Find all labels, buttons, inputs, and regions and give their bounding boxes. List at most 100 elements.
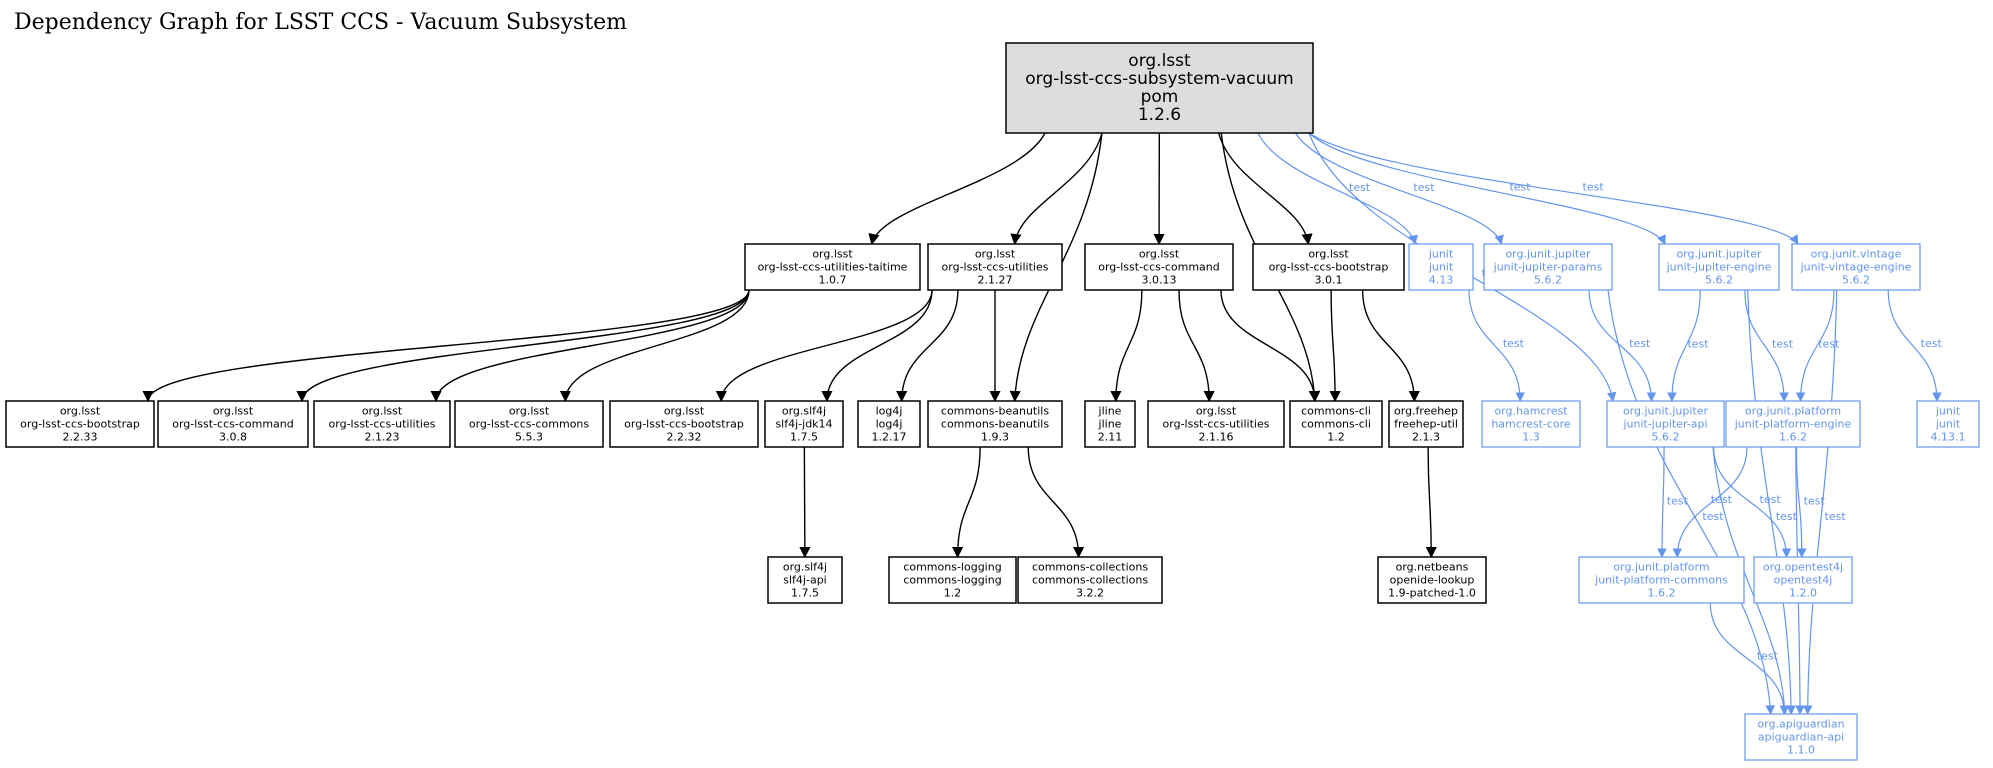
node-label-line: 5.5.3 xyxy=(515,431,543,444)
edge-slf4jjdk-to-slf4japi xyxy=(799,446,811,559)
node-label-line: org.slf4j xyxy=(782,405,826,418)
edge-label: test xyxy=(1921,337,1943,350)
edge-jparams-to-japi xyxy=(1588,289,1657,402)
edge-jengine-to-japi xyxy=(1667,289,1701,402)
node-label-line: org.junit.platform xyxy=(1745,405,1841,418)
edge-beanutils-to-logging xyxy=(952,446,981,559)
node-box xyxy=(764,400,844,448)
edge-vintage-to-pengine xyxy=(1795,289,1835,402)
edge-junit413-to-hamcrest xyxy=(1468,289,1525,402)
edge-label: test xyxy=(1804,494,1826,507)
node-label-line: org.slf4j xyxy=(783,561,827,574)
node-label-line: org-lsst-ccs-bootstrap xyxy=(1269,261,1389,274)
edge-util2127-to-slf4jjdk xyxy=(821,289,933,403)
node-box xyxy=(1147,400,1285,448)
edge-label: test xyxy=(1757,650,1779,663)
graph-node-lookup: org.netbeansopenide-lookup1.9-patched-1.… xyxy=(1377,556,1487,604)
node-label-line: commons-cli xyxy=(1301,405,1371,418)
node-label-line: junit-jupiter-engine xyxy=(1666,261,1772,274)
node-box xyxy=(927,243,1063,291)
node-label-line: opentest4j xyxy=(1774,574,1833,587)
node-box xyxy=(1408,243,1474,291)
graph-node-root: org.lsstorg-lsst-ccs-subsystem-vacuumpom… xyxy=(1005,42,1314,134)
node-box xyxy=(609,400,759,448)
graph-node-collections: commons-collectionscommons-collections3.… xyxy=(1017,556,1163,604)
node-label-line: junit xyxy=(1935,418,1961,431)
node-box xyxy=(1017,556,1163,604)
edge-pengine-to-pcommons xyxy=(1672,446,1748,558)
node-label-line: 5.6.2 xyxy=(1534,274,1562,287)
node-label-line: org.lsst xyxy=(1139,248,1180,261)
node-label-line: openide-lookup xyxy=(1390,574,1475,587)
node-label-line: commons-logging xyxy=(903,561,1001,574)
edge-taitime-to-util2123 xyxy=(430,289,750,403)
node-label-line: 5.6.2 xyxy=(1652,431,1680,444)
node-label-line: org-lsst-ccs-bootstrap xyxy=(624,418,744,431)
node-label-line: org.lsst xyxy=(664,405,705,418)
node-label-line: 1.6.2 xyxy=(1648,587,1676,600)
node-label-line: org.apiguardian xyxy=(1757,718,1844,731)
edge-taitime-to-commons553 xyxy=(559,289,750,403)
edge-root-to-util2127 xyxy=(1010,132,1103,246)
node-label-line: commons-beanutils xyxy=(941,405,1049,418)
node-label-line: 2.1.16 xyxy=(1199,431,1234,444)
node-label-line: org.lsst xyxy=(812,248,853,261)
node-label-line: org.lsst xyxy=(1128,51,1191,71)
edge-beanutils-to-collections xyxy=(1027,446,1085,559)
node-label-line: org.netbeans xyxy=(1396,561,1469,574)
node-box xyxy=(1084,243,1234,291)
node-box xyxy=(1578,556,1745,604)
node-label-line: log4j xyxy=(876,405,903,418)
node-label-line: org.opentest4j xyxy=(1763,561,1843,574)
edge-util2127-to-log4j xyxy=(896,289,959,403)
edge-label: test xyxy=(1583,181,1605,194)
node-label-line: org.junit.jupiter xyxy=(1505,248,1591,261)
edge-label: test xyxy=(1413,181,1435,194)
node-box xyxy=(1725,400,1861,448)
node-label-line: 3.0.1 xyxy=(1315,274,1343,287)
node-label-line: commons-logging xyxy=(903,574,1001,587)
node-label-line: pom xyxy=(1141,87,1179,107)
node-label-line: 1.6.2 xyxy=(1779,431,1807,444)
edge-util2127-to-boot2232 xyxy=(715,289,933,403)
node-box xyxy=(1084,400,1136,448)
node-label-line: jline xyxy=(1098,418,1122,431)
node-label-line: apiguardian-api xyxy=(1758,731,1844,744)
edge-root-to-jparams xyxy=(1294,132,1504,245)
edge-cmd3013-to-jline xyxy=(1110,289,1143,403)
node-label-line: org-lsst-ccs-utilities xyxy=(329,418,436,431)
node-label-line: jline xyxy=(1098,405,1122,418)
edge-japi-to-opentest xyxy=(1713,446,1792,558)
edge-japi-to-apiguardian xyxy=(1712,446,1790,715)
edge-cmd3013-to-cli xyxy=(1220,289,1321,403)
edge-label: test xyxy=(1772,337,1794,350)
node-box xyxy=(1481,400,1581,448)
node-box xyxy=(927,400,1063,448)
graph-node-pcommons: org.junit.platformjunit-platform-commons… xyxy=(1578,556,1745,604)
node-label-line: 1.0.7 xyxy=(819,274,847,287)
node-label-line: 3.0.13 xyxy=(1142,274,1177,287)
edge-root-to-taitime xyxy=(868,132,1046,246)
node-box xyxy=(1005,42,1314,134)
edge-vintage-to-apiguardian xyxy=(1802,289,1838,715)
edge-root-to-boot301 xyxy=(1217,132,1313,246)
node-box xyxy=(1916,400,1980,448)
node-label-line: org-lsst-ccs-utilities xyxy=(1163,418,1270,431)
node-label-line: org.lsst xyxy=(213,405,254,418)
node-box xyxy=(1252,243,1405,291)
node-label-line: org-lsst-ccs-utilities-taitime xyxy=(758,261,908,274)
